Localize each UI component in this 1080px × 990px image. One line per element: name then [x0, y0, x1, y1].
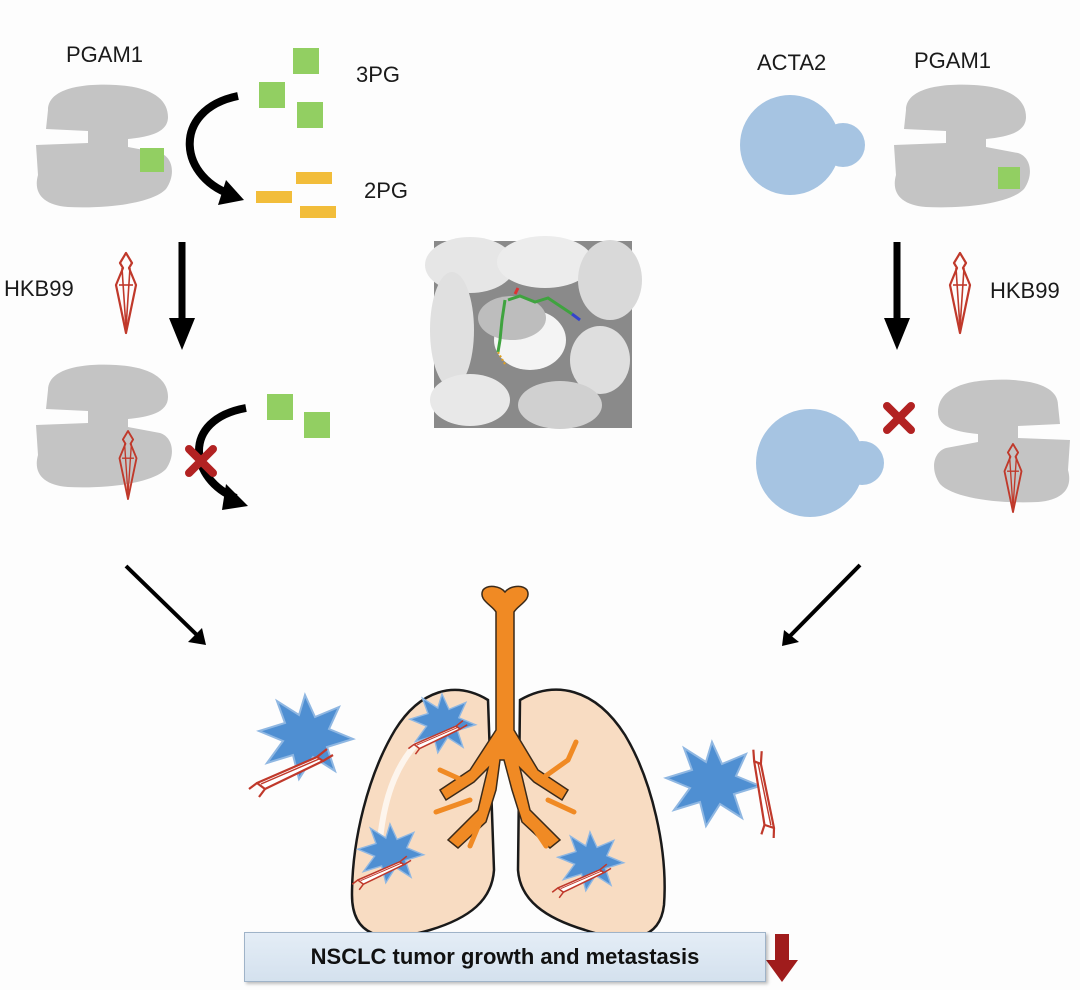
caption-text: NSCLC tumor growth and metastasis — [310, 944, 700, 969]
trachea — [438, 585, 570, 849]
pgam1-enzyme-right-inhibited — [934, 379, 1070, 513]
pgam1-enzyme-right-top — [894, 84, 1030, 208]
hkb99-label-right: HKB99 — [990, 278, 1060, 303]
hkb99-right-glyph — [948, 251, 972, 335]
left-diagonal-arrowhead — [188, 628, 206, 645]
2pg-label: 2PG — [364, 178, 409, 203]
right-lung — [516, 688, 666, 940]
tumor-outside-left — [247, 694, 354, 799]
hkb99-label-left: HKB99 — [4, 276, 74, 301]
acta2-protein-top — [740, 95, 865, 195]
conversion-arrow — [185, 92, 239, 200]
tumor-outside-right — [665, 741, 808, 844]
left-down-arrowhead — [169, 318, 195, 350]
pgam1-label-right: PGAM1 — [914, 48, 992, 73]
caption-box: NSCLC tumor growth and metastasis — [244, 932, 766, 982]
conversion-arrowhead — [218, 180, 244, 205]
right-down-arrowhead — [884, 318, 910, 350]
blocked-conversion-arrow — [195, 404, 247, 502]
left-diagonal-arrow — [124, 564, 200, 638]
decrease-arrow-icon — [766, 934, 798, 982]
product-2pg-bars — [256, 172, 336, 218]
pgam1-enzyme-left-inhibited — [36, 364, 172, 500]
block-x-left — [185, 445, 217, 477]
pgam1-enzyme-left-top — [36, 84, 172, 208]
lungs-illustration — [350, 585, 666, 940]
3pg-label: 3PG — [356, 62, 401, 87]
left-lung — [350, 688, 496, 938]
substrate-3pg-squares — [259, 48, 323, 128]
acta2-label: ACTA2 — [757, 50, 827, 75]
hkb99-left-glyph — [114, 251, 138, 335]
block-x-right — [883, 402, 915, 434]
blocked-arrowhead — [222, 484, 248, 510]
blocked-substrates — [267, 394, 330, 438]
docking-structure-image — [425, 236, 642, 429]
right-diagonal-arrowhead — [782, 630, 799, 646]
pgam1-label-left: PGAM1 — [66, 42, 144, 67]
acta2-protein-blocked — [756, 409, 884, 517]
right-diagonal-arrow — [788, 563, 862, 638]
